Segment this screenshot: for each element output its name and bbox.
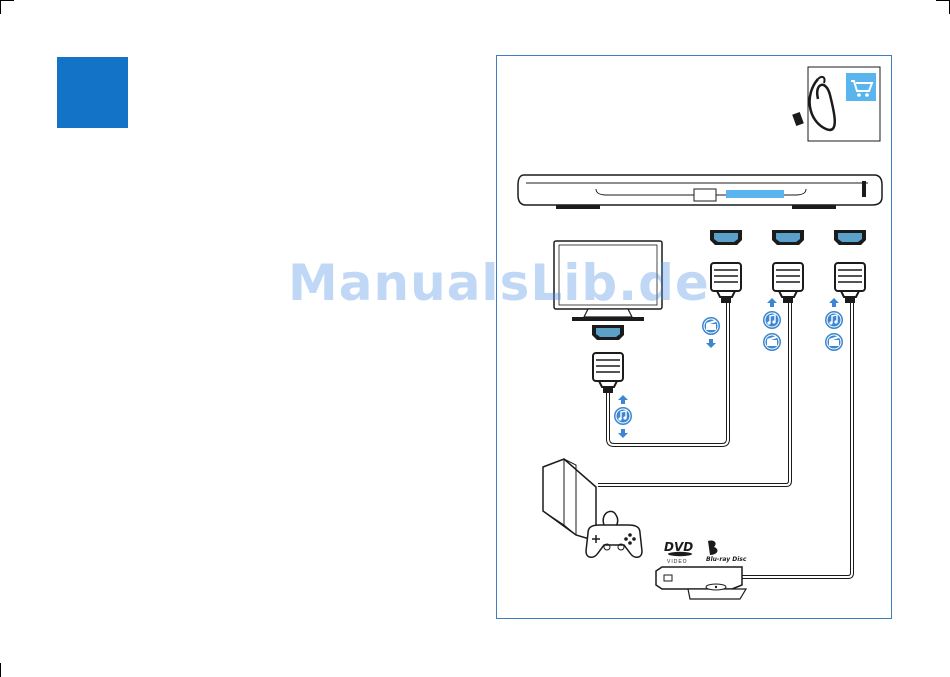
hdmi-port-icon: [772, 230, 804, 245]
watermark: ManualsLib.de: [288, 254, 710, 312]
arrow-down-icon: [706, 339, 716, 348]
hdmi-plug-icon: [773, 263, 803, 303]
film-clapper-icon: [763, 333, 781, 351]
hdmi-plug-icon: [835, 263, 865, 303]
film-clapper-icon: [825, 333, 843, 351]
bluray-logo: Blu-ray Disc: [706, 540, 747, 563]
dvd-player-icon: [656, 567, 746, 599]
arrow-up-icon: [767, 298, 777, 307]
hdmi-port-icon: [710, 230, 742, 245]
music-note-icon: [763, 311, 781, 329]
crop-mark: [0, 0, 14, 1]
svg-text:VIDEO: VIDEO: [667, 559, 688, 565]
hdmi-port-icon: [834, 230, 866, 245]
music-note-icon: [825, 311, 843, 329]
film-clapper-icon: [702, 317, 720, 335]
crop-mark: [0, 0, 1, 14]
crop-mark: [936, 0, 950, 1]
arrow-down-icon: [618, 429, 628, 438]
arrow-up-icon: [618, 395, 628, 404]
dvd-logo: DVD VIDEO: [664, 540, 693, 565]
hdmi-plug-icon: [593, 353, 623, 393]
step-number-block: [57, 57, 128, 128]
shopping-cart-icon: [846, 73, 876, 101]
arrow-up-icon: [829, 298, 839, 307]
music-note-icon: [614, 407, 632, 425]
hdmi-plug-icon: [711, 263, 741, 303]
soundbar-icon: [518, 175, 882, 209]
connection-diagram: DVD VIDEO Blu-ray Disc: [496, 55, 892, 619]
crop-mark: [0, 663, 1, 677]
svg-text:Blu-ray Disc: Blu-ray Disc: [706, 556, 747, 563]
hdmi-port-icon: [592, 325, 624, 340]
game-console-icon: [543, 459, 596, 541]
